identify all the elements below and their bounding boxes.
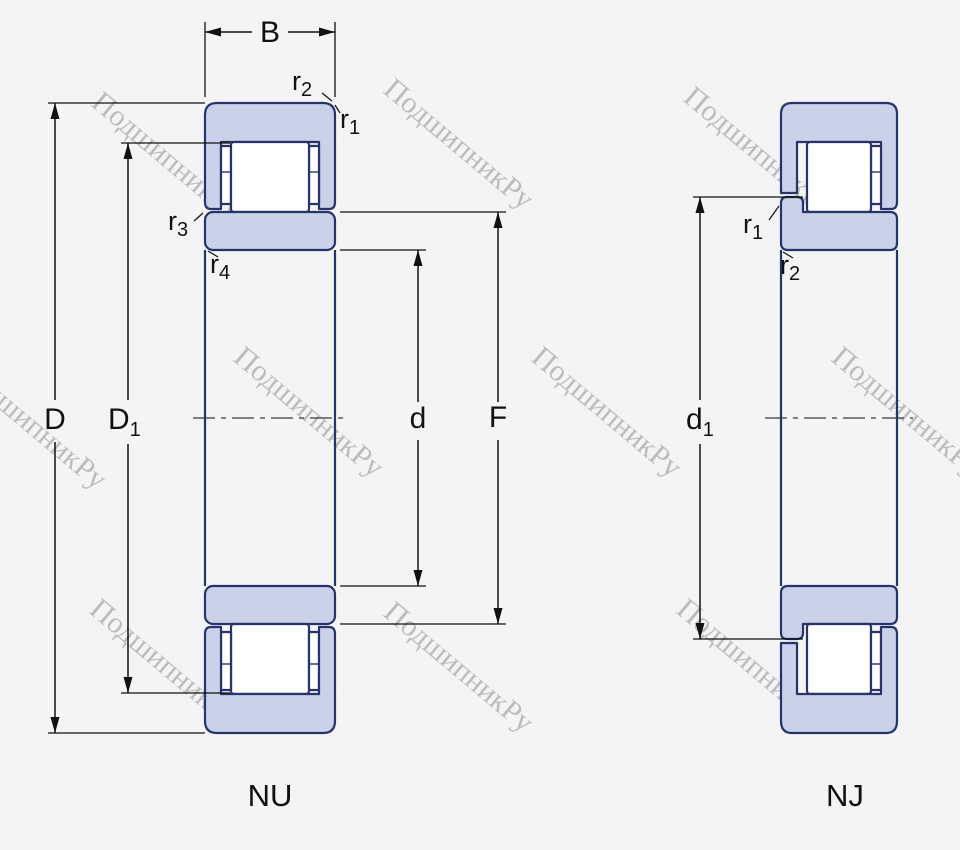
nu-roller-bottom <box>229 622 311 696</box>
leader-nj-r2 <box>782 251 794 259</box>
label-B: B <box>260 16 280 49</box>
nj-outer-ring-top <box>779 101 899 211</box>
nu-dimensions: B D D1 d F r2 r1 r3 r4 <box>44 16 507 734</box>
label-D: D <box>44 403 66 436</box>
nu-inner-ring-top <box>203 210 337 252</box>
leader-r1 <box>334 104 341 114</box>
nu-roller-top <box>229 140 311 214</box>
nu-cage-top-left <box>219 144 233 206</box>
label-r3: r3 <box>168 206 188 241</box>
leader-nj-r1 <box>768 205 780 221</box>
nj-dimensions: d1 r1 r2 <box>686 196 803 640</box>
label-D1: D1 <box>108 403 141 441</box>
nu-cage-bottom-left <box>219 630 233 692</box>
nj-cage-top-right <box>869 144 883 206</box>
leader-r2 <box>321 92 333 102</box>
watermark-text: ПодшипникРу <box>228 340 391 484</box>
watermark-text: ПодшипникРу <box>826 340 960 484</box>
watermark-text: ПодшипникРу <box>526 340 689 484</box>
label-nj-r2: r2 <box>780 250 800 285</box>
caption-nu: NU <box>248 778 293 813</box>
nu-cage-top-right <box>307 144 321 206</box>
nu-outer-ring-top <box>203 101 337 211</box>
leader-r4 <box>207 250 219 258</box>
nu-cage-bottom-right <box>307 630 321 692</box>
nu-inner-ring-bottom <box>203 584 337 626</box>
label-F: F <box>489 401 507 434</box>
label-d1: d1 <box>686 403 714 441</box>
nj-roller-bottom <box>805 622 873 696</box>
watermark-text: ПодшипникРу <box>378 595 541 739</box>
nj-roller-top <box>805 140 873 214</box>
nj-outer-ring-bottom <box>779 625 899 735</box>
bearing-nu <box>193 101 347 735</box>
label-r1: r1 <box>340 104 360 139</box>
label-d: d <box>410 402 427 435</box>
watermark-text: ПодшипникРу <box>378 72 541 216</box>
label-r2: r2 <box>292 66 312 101</box>
label-nj-r1: r1 <box>743 209 763 244</box>
leader-r3 <box>193 212 204 222</box>
nj-cage-bottom-right <box>869 630 883 692</box>
nu-outer-ring-bottom <box>203 625 337 735</box>
caption-nj: NJ <box>826 778 864 813</box>
label-r4: r4 <box>210 249 230 284</box>
